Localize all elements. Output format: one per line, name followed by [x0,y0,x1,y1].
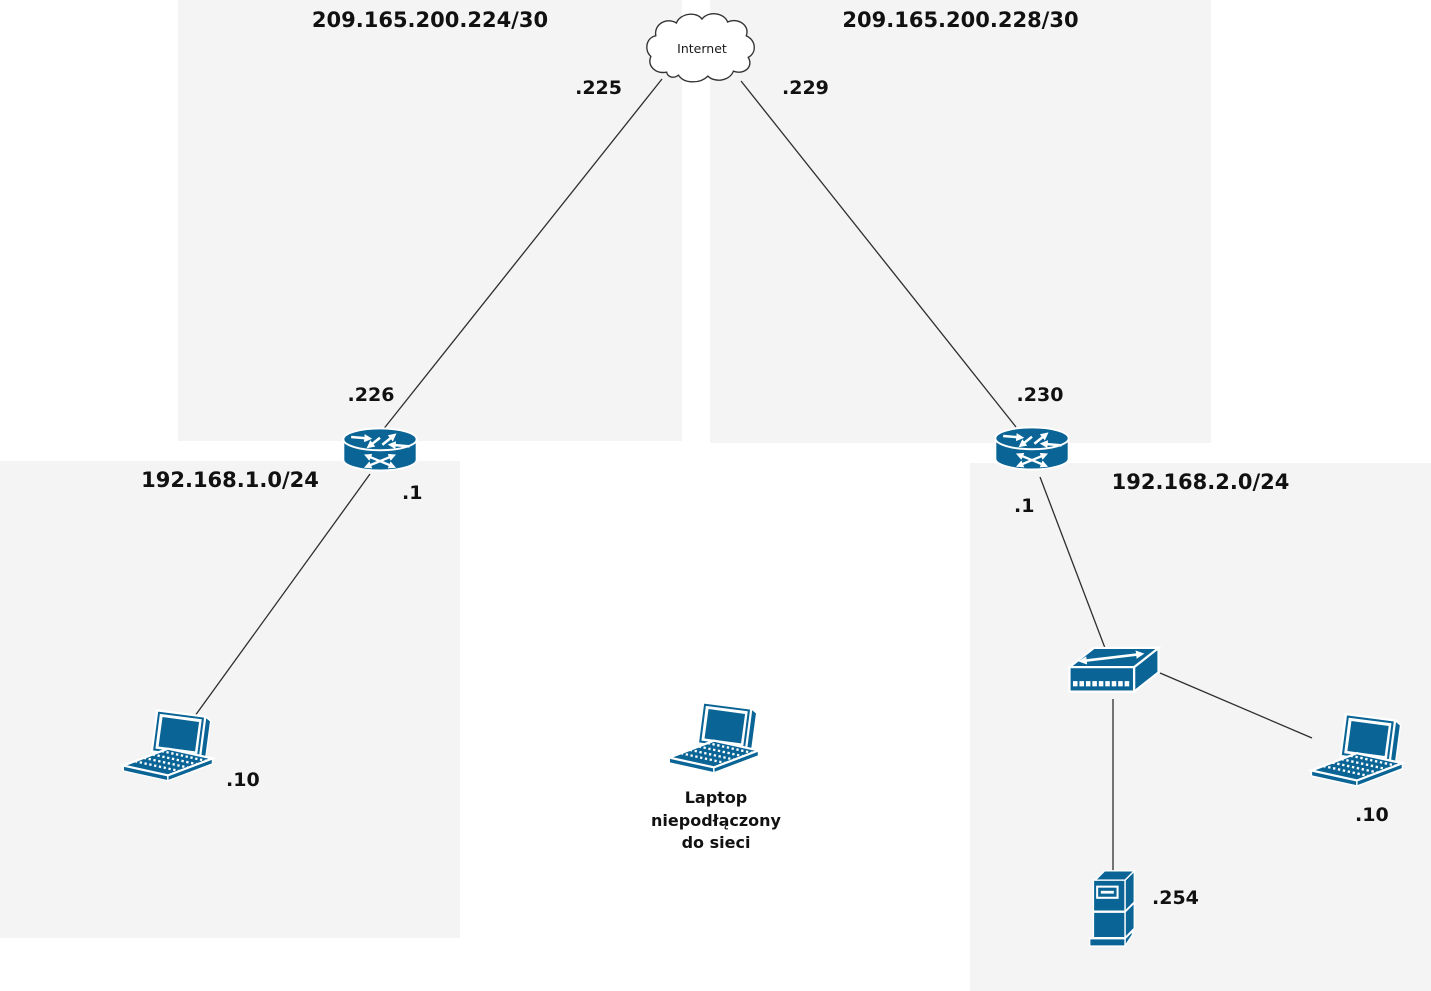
disconnected-laptop-label-line1: Laptop [684,788,748,807]
laptop2-icon [1306,712,1406,789]
disconnected-laptop-label: Laptop niepodłączony do sieci [616,787,816,855]
disconnected-laptop-icon [664,700,762,776]
disconnected-laptop-label-line3: do sieci [681,833,751,852]
subnet-label-lan1: 192.168.1.0/24 [141,468,319,492]
ip-label-wan1-internet: .225 [575,77,622,99]
subnet-label-wan1: 209.165.200.224/30 [311,8,549,32]
laptop1-icon [118,708,216,784]
region-lan1 [0,461,460,938]
ip-label-lan2-server: .254 [1152,887,1199,909]
ip-label-lan2-laptop: .10 [1355,804,1389,826]
ip-label-lan1-router: .1 [402,482,423,504]
subnet-label-lan2: 192.168.2.0/24 [1111,470,1290,494]
disconnected-laptop-label-line2: niepodłączony [651,810,781,830]
subnet-label-wan2: 209.165.200.228/30 [842,8,1079,32]
switch-icon [1066,644,1162,699]
ip-label-lan2-router: .1 [1014,495,1035,517]
ip-label-wan1-router: .226 [347,384,395,406]
region-wan2 [710,0,1211,443]
ip-label-lan1-laptop: .10 [226,769,260,791]
region-wan1 [178,0,682,441]
server-icon [1086,869,1138,947]
ip-label-wan2-internet: .229 [782,77,829,99]
internet-label: Internet [677,41,727,56]
router1-icon [341,426,419,476]
router2-icon [993,425,1071,475]
ip-label-wan2-router: .230 [1016,384,1064,406]
